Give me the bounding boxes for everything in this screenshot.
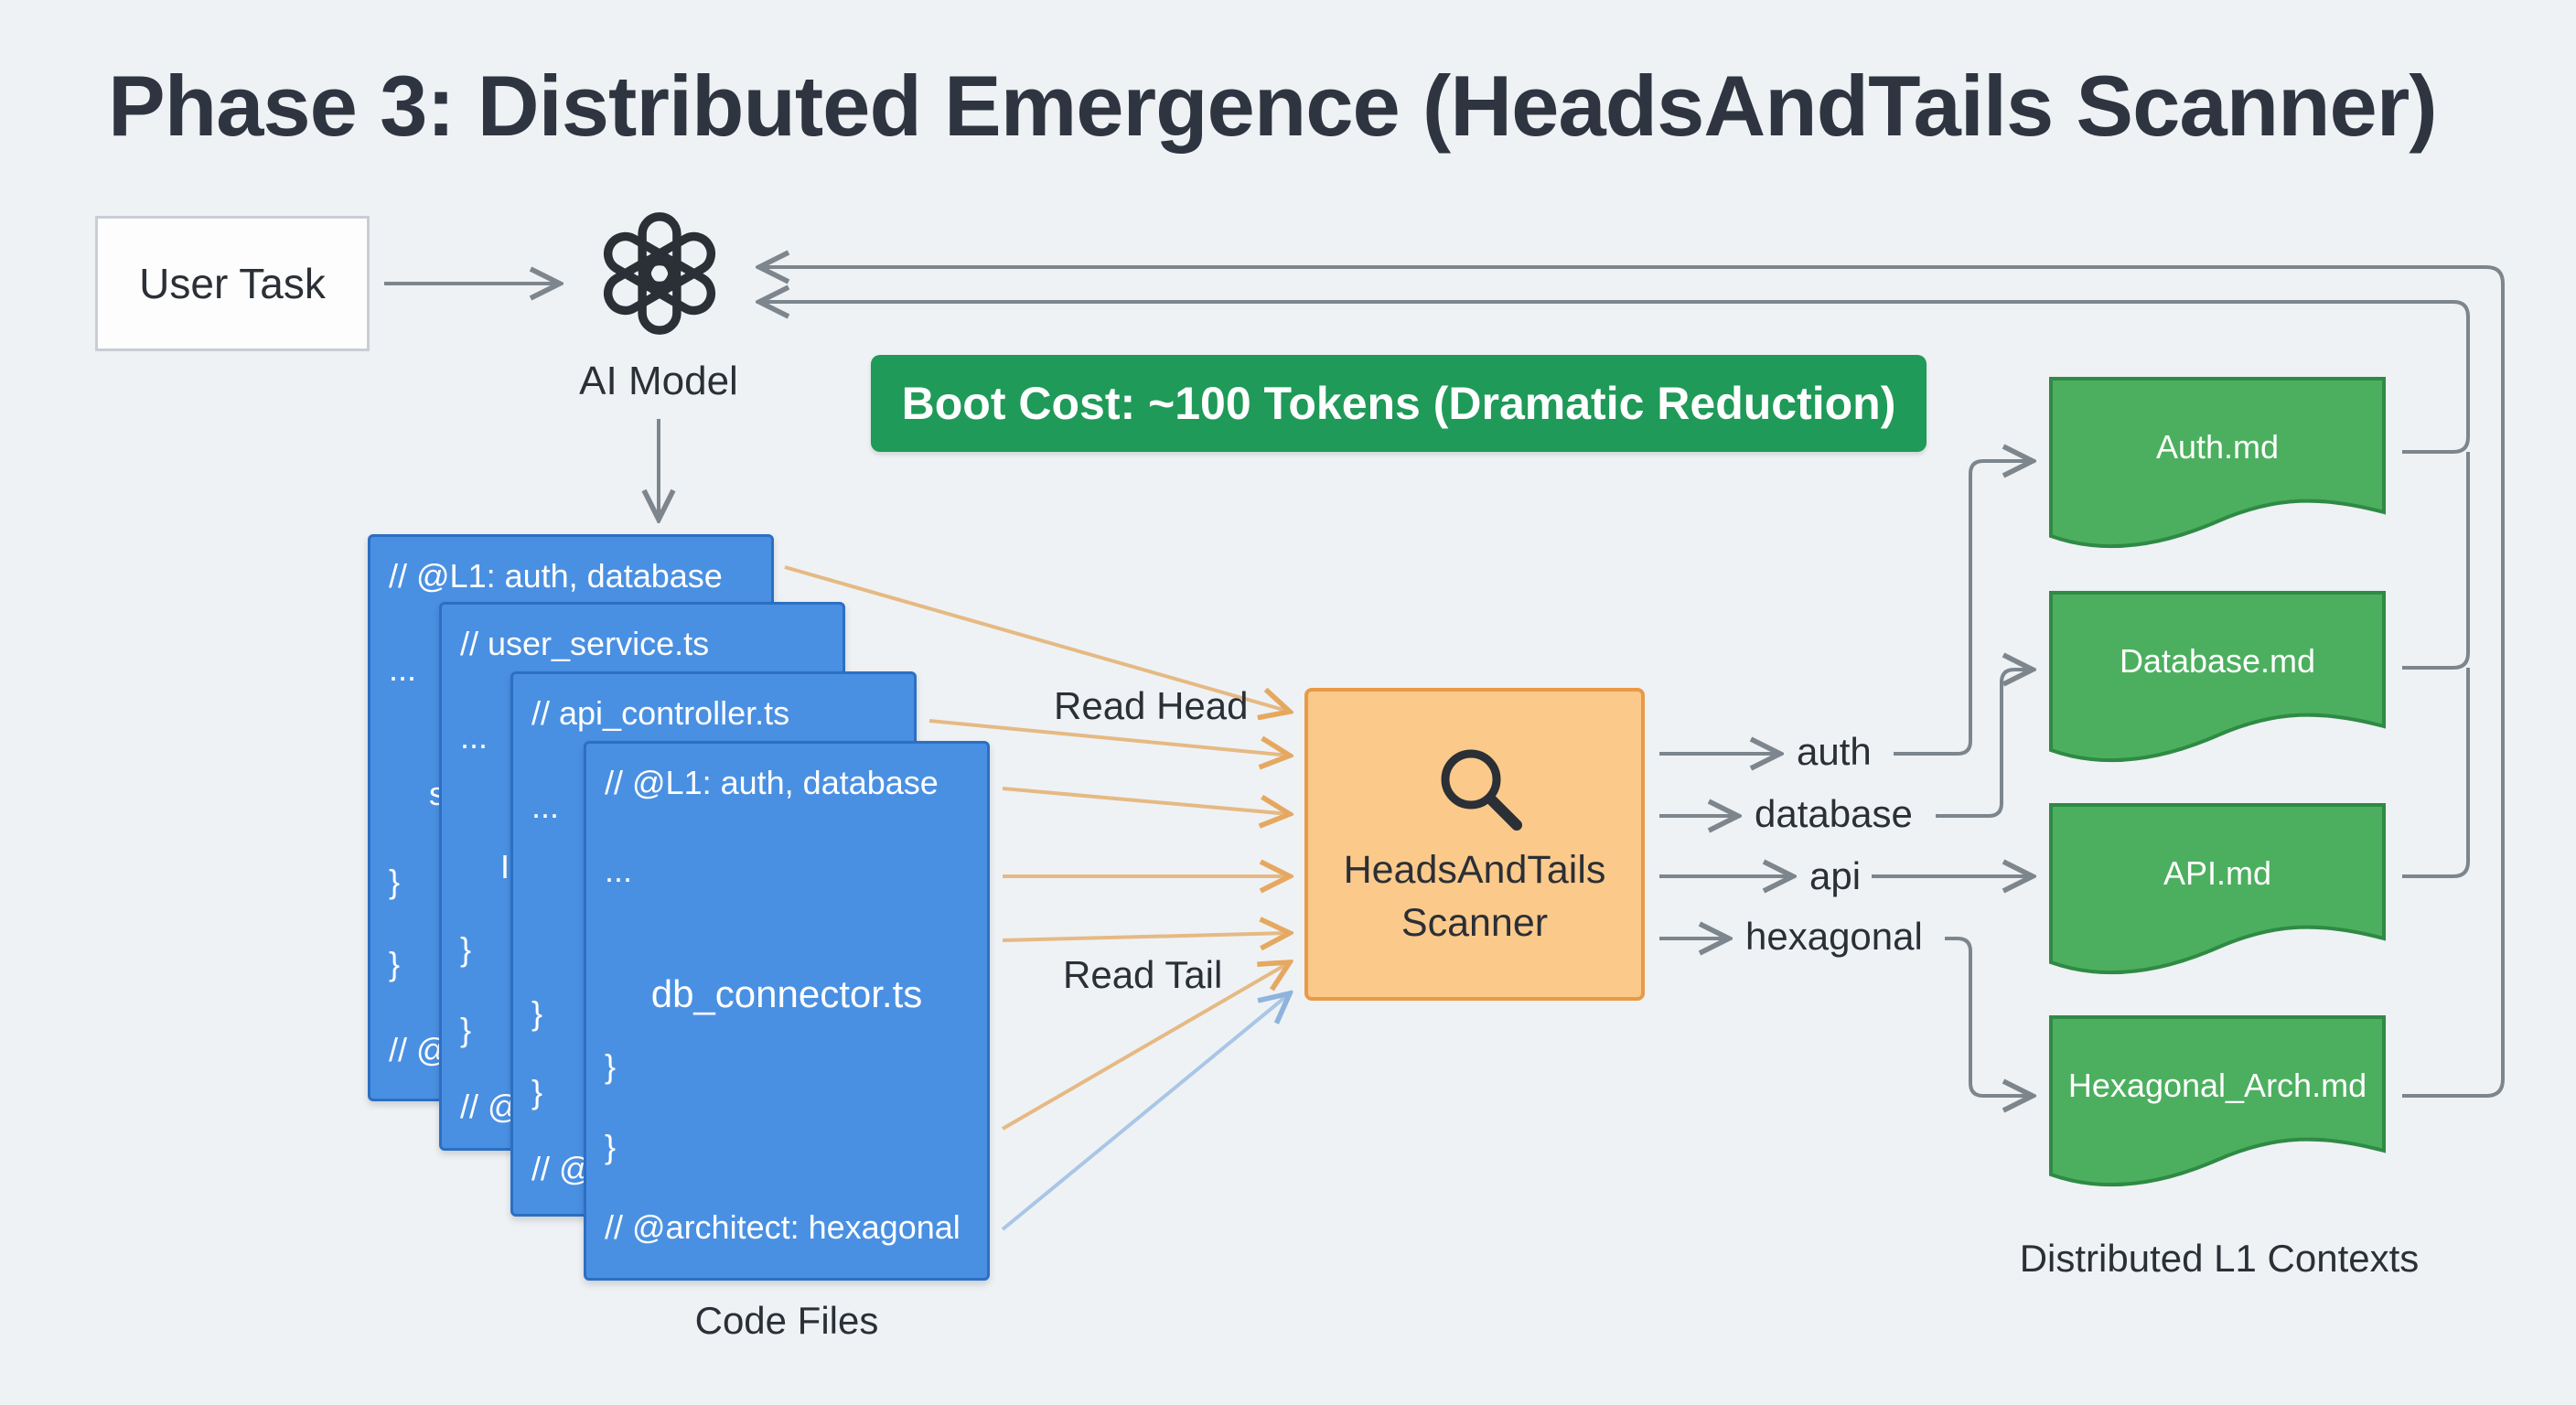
code-line: ...: [531, 788, 560, 825]
code-line: I: [500, 848, 510, 885]
code-line: // @architect: hexagonal: [605, 1208, 961, 1246]
doc-label: Database.md: [2119, 642, 2316, 680]
feedback-line: [759, 302, 2470, 454]
document-shape: [2049, 1015, 2386, 1187]
code-line: }: [389, 945, 401, 982]
code-line: // @: [531, 1150, 593, 1187]
code-line: ...: [389, 650, 417, 688]
arrow-database-to-doc: [1936, 670, 2033, 818]
user-task-label: User Task: [139, 260, 326, 307]
context-doc-database: Database.md: [2047, 589, 2388, 772]
context-doc-hexagonal-arch: Hexagonal_Arch.md: [2047, 1014, 2388, 1196]
doc-label: API.md: [2163, 854, 2272, 892]
document-shape: [2049, 803, 2386, 975]
read-head-line: [1002, 787, 1290, 814]
doc-label: Hexagonal_Arch.md: [2067, 1067, 2367, 1104]
document-shape: [2049, 591, 2386, 763]
feedback-line: [2402, 452, 2470, 670]
boot-cost-text: Boot Cost: ~100 Tokens (Dramatic Reducti…: [901, 378, 1896, 429]
feedback-line: [759, 267, 2505, 1098]
read-head-line: [928, 719, 1290, 756]
contexts-label: Distributed L1 Contexts: [2019, 1237, 2420, 1280]
code-line: }: [531, 1073, 543, 1110]
code-line: // user_service.ts: [460, 625, 710, 662]
document-shape: [2049, 377, 2386, 549]
openai-logo-icon: [603, 212, 716, 335]
code-file-card-db-connector: // @L1: auth, database ... db_connector.…: [584, 741, 990, 1281]
tag-api: api: [1809, 854, 1862, 897]
code-line: }: [605, 1128, 617, 1165]
code-line: }: [531, 994, 543, 1032]
read-head-line: [784, 565, 1290, 712]
code-line: // @L1: auth, database: [605, 764, 939, 801]
read-head-label: Read Head: [1054, 684, 1249, 727]
feedback-line: [2402, 668, 2470, 878]
read-tail-line: [1001, 993, 1290, 1231]
code-line: }: [605, 1047, 617, 1085]
tag-auth: auth: [1797, 730, 1872, 773]
page-title: Phase 3: Distributed Emergence (HeadsAnd…: [108, 58, 2438, 154]
context-doc-auth: Auth.md: [2047, 375, 2388, 558]
code-line: ...: [605, 852, 633, 889]
code-line: // api_controller.ts: [531, 694, 790, 732]
code-line: // @L1: auth, database: [389, 557, 723, 595]
user-task-box: User Task: [95, 216, 370, 351]
arrow-hexagonal-to-doc: [1945, 937, 2033, 1096]
doc-label: Auth.md: [2155, 428, 2280, 466]
code-line: }: [389, 863, 401, 900]
tag-hexagonal: hexagonal: [1745, 915, 1923, 958]
ai-model-label: AI Model: [579, 359, 738, 403]
code-line: }: [460, 1011, 472, 1048]
read-line: [1002, 933, 1290, 940]
magnifier-icon: [1441, 749, 1522, 831]
file-name: db_connector.ts: [650, 972, 923, 1015]
code-line: }: [460, 930, 472, 968]
code-line: ...: [460, 718, 488, 756]
read-tail-label: Read Tail: [1063, 953, 1223, 996]
boot-cost-banner: Boot Cost: ~100 Tokens (Dramatic Reducti…: [871, 355, 1927, 452]
context-doc-api: API.md: [2047, 801, 2388, 984]
read-tail-line: [1001, 962, 1290, 1131]
arrow-auth-to-doc: [1894, 461, 2033, 756]
code-files-label: Code Files: [694, 1299, 879, 1342]
tag-database: database: [1755, 792, 1913, 835]
